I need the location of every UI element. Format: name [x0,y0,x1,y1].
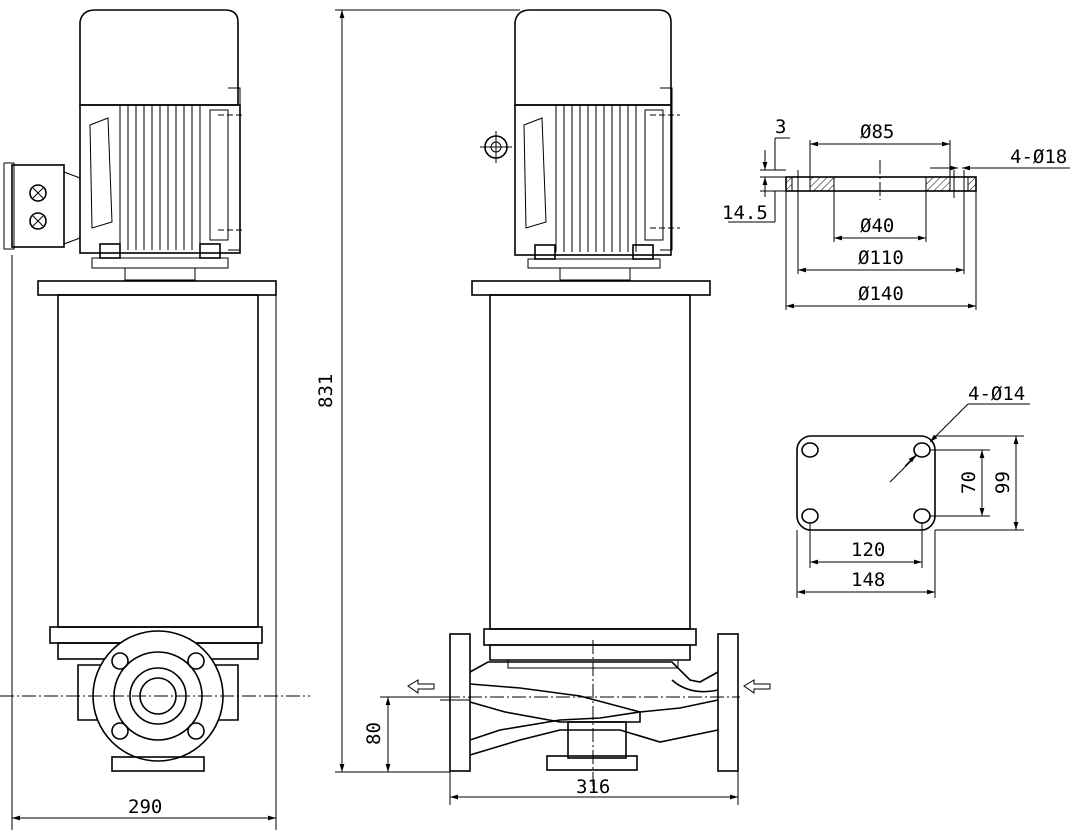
dim-316: 316 [576,776,610,798]
base-foot [111,756,205,772]
dim-phi110: Ø110 [858,247,904,269]
motor-cover [79,9,239,106]
dim-70: 70 [958,471,980,494]
hollow-arrow-left-icon [407,679,435,694]
pump-barrel [489,294,691,630]
dim-phi85: Ø85 [860,121,894,143]
dim-3: 3 [775,116,786,138]
base-hole [801,442,819,458]
dim-831: 831 [315,374,337,408]
terminal-box [11,164,65,248]
top-plate [471,280,711,296]
dim-290: 290 [128,796,162,818]
nameplate [89,117,113,229]
dim-148: 148 [851,569,885,591]
top-plate [37,280,277,296]
cable-gland-bottom [29,212,47,230]
side-view: 290 [0,9,310,830]
base-hole [801,508,819,524]
motor-cover [514,9,672,106]
cooling-fins [119,105,201,250]
flange-bolt-hole [187,652,205,670]
dim-99: 99 [992,471,1014,494]
flange-bolt-hole [111,652,129,670]
base-plate [796,435,936,531]
dim-14-5: 14.5 [722,202,768,224]
inlet-flange-left [449,633,471,772]
dim-4-phi14: 4-Ø14 [968,383,1025,405]
volute [469,683,641,723]
dim-4-phi18: 4-Ø18 [1010,146,1067,168]
flange-bolt-hole [187,722,205,740]
hollow-arrow-left-icon [743,679,771,694]
flange-bolt-hole [111,722,129,740]
dim-120: 120 [851,539,885,561]
front-view: 831 [315,9,771,805]
base-plate-detail: 4-Ø14 70 99 120 148 [796,383,1030,598]
outlet-flange-right [717,633,739,772]
base-hole [913,442,931,458]
dim-80: 80 [363,722,385,745]
pump-barrel [57,294,259,628]
cable-gland-top [29,184,47,202]
motor-foot-left [99,243,121,259]
motor-foot-right [199,243,221,259]
motor-body [514,104,672,256]
base-hole [913,508,931,524]
pump-base [546,755,638,771]
flange-detail: Ø85 4-Ø18 3 14.5 Ø40 Ø110 Ø140 [722,116,1070,310]
cooling-fins [555,105,637,252]
dim-phi40: Ø40 [860,215,894,237]
dim-phi140: Ø140 [858,283,904,305]
